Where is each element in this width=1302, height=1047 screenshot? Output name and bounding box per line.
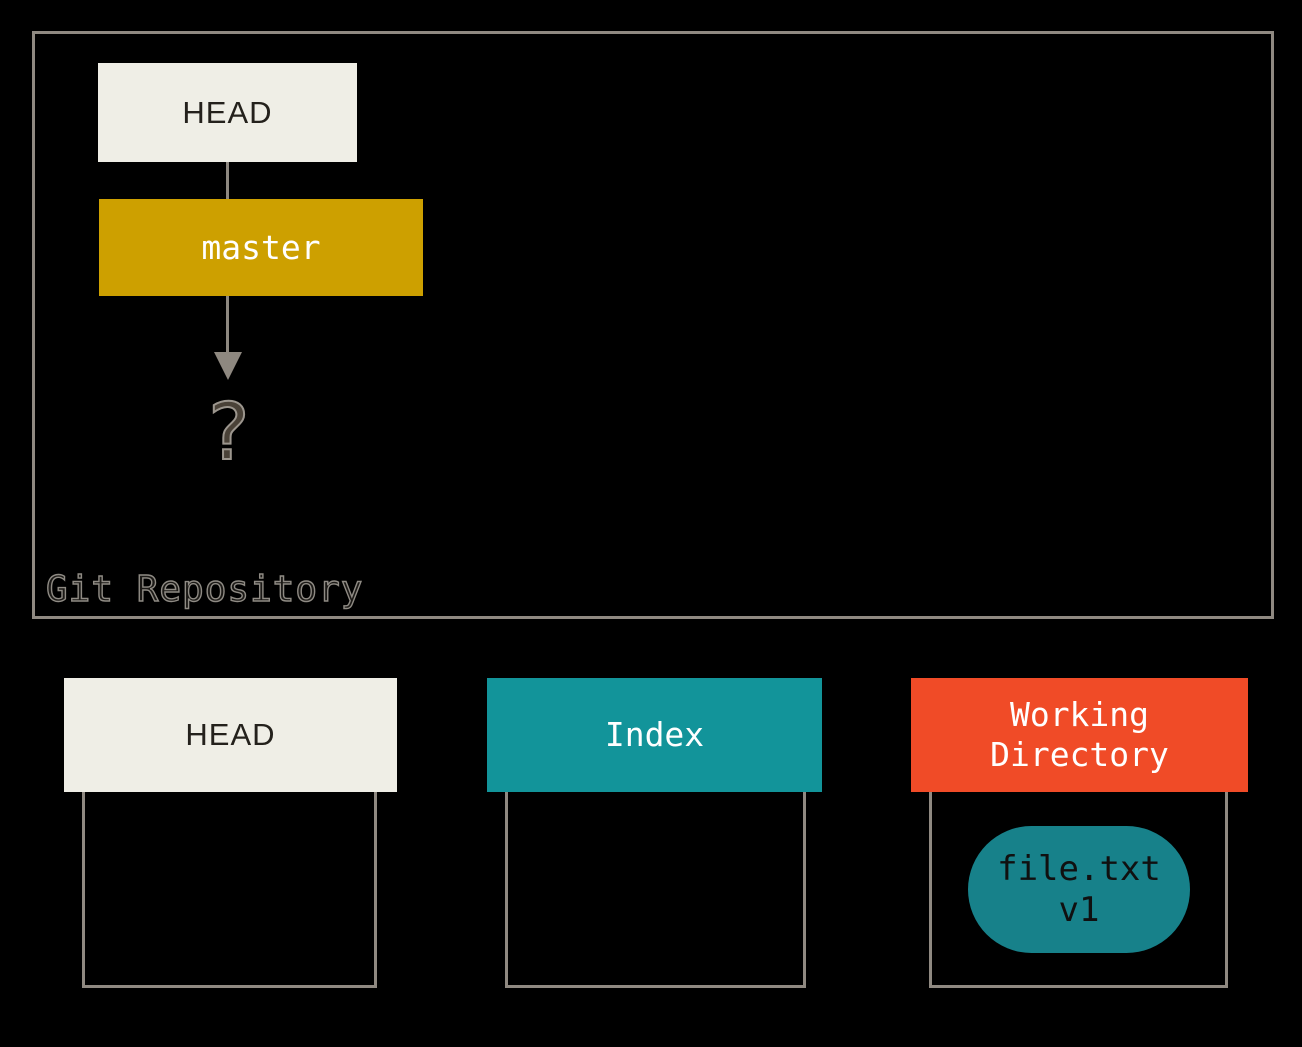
file-version-label: v1 xyxy=(1058,889,1100,930)
git-repository-label: Git Repository xyxy=(45,569,364,610)
working-directory-column-label: Working Directory xyxy=(990,695,1169,774)
git-repository-box xyxy=(32,31,1274,619)
master-branch-box: master xyxy=(99,199,423,296)
head-area-outline xyxy=(82,782,377,988)
head-column-header: HEAD xyxy=(64,678,397,792)
master-branch-label: master xyxy=(201,228,321,267)
head-column-label: HEAD xyxy=(185,717,276,753)
head-to-master-connector xyxy=(226,162,229,199)
question-mark-glyph: ? xyxy=(204,387,253,479)
index-area-outline xyxy=(505,782,806,988)
arrow-down-icon xyxy=(214,352,242,380)
head-ref-box: HEAD xyxy=(98,63,357,162)
head-ref-label: HEAD xyxy=(182,94,273,130)
master-to-commit-connector xyxy=(226,296,229,354)
index-column-label: Index xyxy=(604,715,705,755)
working-directory-column-header: Working Directory xyxy=(911,678,1248,792)
file-name-label: file.txt xyxy=(997,848,1161,889)
index-column-header: Index xyxy=(487,678,822,792)
file-node: file.txt v1 xyxy=(968,826,1190,953)
unknown-commit-question-mark: ? xyxy=(178,387,278,479)
